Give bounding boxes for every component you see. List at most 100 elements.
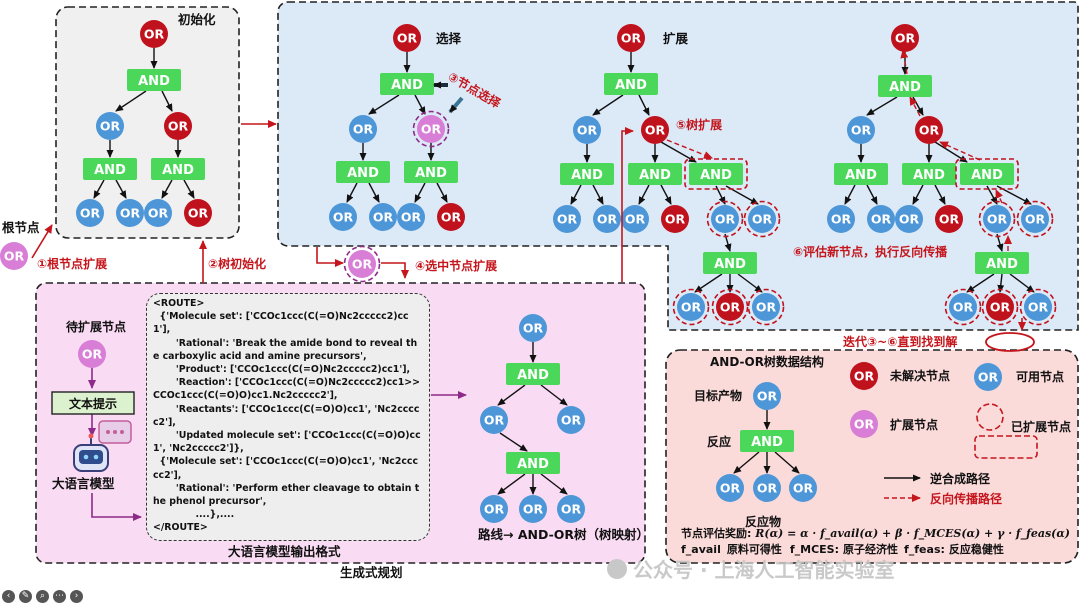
- expand-title: 扩展: [663, 31, 689, 46]
- route-text-line: 'Rational': 'Perform ether cleavage to o…: [153, 482, 420, 508]
- step5-label: ⑤树扩展: [676, 117, 722, 132]
- or-node-label: OR: [831, 212, 852, 227]
- or-node-label: OR: [557, 212, 578, 227]
- or-node: OR: [140, 20, 168, 48]
- or-node: OR: [0, 242, 28, 270]
- or-node-label: OR: [148, 206, 169, 221]
- or-node: OR: [1016, 200, 1054, 238]
- or-node: OR: [343, 245, 381, 283]
- next-icon[interactable]: ›: [70, 590, 83, 603]
- legend-expanded-rect: [974, 435, 1038, 459]
- and-node: AND: [506, 363, 560, 385]
- or-node: OR: [827, 205, 855, 233]
- or-node-label: OR: [752, 212, 773, 227]
- init-title: 初始化: [178, 12, 216, 27]
- llm-label: 大语言模型: [52, 476, 115, 491]
- or-node: OR: [743, 200, 781, 238]
- route-text-line: 'Reactants': ['CCOc1ccc(C(=O)O)cc1', 'Nc…: [153, 403, 420, 428]
- tree-edge: [497, 473, 526, 495]
- or-node: OR: [706, 200, 744, 238]
- and-node: AND: [127, 69, 181, 91]
- llm-output-format-label: 大语言模型输出格式: [228, 544, 341, 559]
- tree-edge: [93, 179, 105, 199]
- pencil-icon[interactable]: ✎: [19, 590, 32, 603]
- init-panel: [55, 6, 240, 239]
- route-text-line: 'Reaction': ['CCOc1ccc(C(=O)Nc2ccccc2)cc…: [153, 377, 420, 402]
- or-node: OR: [519, 495, 547, 523]
- and-node: AND: [834, 163, 888, 185]
- tree-edge: [733, 451, 760, 474]
- backprop-edge: [666, 139, 713, 159]
- and-node: AND: [684, 158, 748, 190]
- generative-planning-label: 生成式规划: [340, 565, 403, 580]
- or-node-label: OR: [484, 502, 505, 517]
- or-node-label: OR: [681, 300, 702, 315]
- or-node-label: OR: [793, 481, 814, 496]
- and-node: AND: [404, 161, 458, 183]
- or-node: OR: [349, 115, 377, 143]
- reward-formula: 节点评估奖励: R(α) = α · f_avail(α) + β · f_MC…: [681, 526, 1070, 541]
- step2-label: ②树初始化: [208, 256, 266, 271]
- or-node-label: OR: [168, 119, 189, 134]
- or-node: OR: [557, 406, 585, 434]
- or-node: OR: [978, 200, 1016, 238]
- legend-reaction: 反应: [707, 434, 731, 449]
- or-node-label: OR: [720, 300, 741, 315]
- and-node: AND: [151, 158, 205, 180]
- and-node: AND: [740, 430, 794, 452]
- zoom-icon[interactable]: ⌕: [36, 590, 49, 603]
- root-node-label: 根节点: [2, 220, 40, 235]
- watermark-text: 公众号 · 上海人工智能实验室: [633, 558, 895, 582]
- text-prompt-label: 文本提示: [69, 396, 117, 411]
- tree-edge: [414, 182, 426, 203]
- or-node: OR: [621, 205, 649, 233]
- gen-to-expand-arrow: [621, 127, 634, 282]
- tree-edge: [912, 184, 924, 205]
- and-node-label: AND: [889, 80, 921, 95]
- or-node: OR: [641, 116, 669, 144]
- or-node: OR: [329, 203, 357, 231]
- tree-edge: [368, 94, 400, 115]
- step6-label: ⑥评估新节点，执行反向传播: [793, 244, 948, 259]
- tree-edge: [161, 179, 173, 199]
- prev-icon[interactable]: ‹: [2, 590, 15, 603]
- legend-expanded: 已扩展节点: [1011, 419, 1071, 434]
- and-node-label: AND: [347, 166, 379, 181]
- tree-edge: [866, 184, 878, 205]
- or-node-label: OR: [854, 417, 875, 432]
- or-node-label: OR: [100, 119, 121, 134]
- or-node-label: OR: [561, 502, 582, 517]
- legend-backprop-path: 反向传播路径: [930, 491, 1002, 506]
- tree-edge: [592, 184, 604, 205]
- or-node: OR: [867, 205, 895, 233]
- or-node: OR: [747, 288, 785, 326]
- and-node-label: AND: [615, 78, 647, 93]
- or-node: OR: [397, 203, 425, 231]
- tree-edge: [638, 184, 650, 205]
- robot-icon: [73, 420, 132, 472]
- or-node-label: OR: [353, 122, 374, 137]
- and-node: AND: [506, 452, 560, 474]
- route-text-line: 'Rational': 'Break the amide bond to rev…: [153, 337, 418, 362]
- or-node: OR: [480, 406, 508, 434]
- or-node-label: OR: [871, 212, 892, 227]
- tree-edge: [570, 184, 582, 205]
- tree-edge: [774, 451, 800, 474]
- tree-edge: [866, 96, 898, 116]
- more-icon[interactable]: ⋯: [53, 590, 66, 603]
- or-node-label: OR: [144, 27, 165, 42]
- or-node: OR: [981, 288, 1019, 326]
- or-node: OR: [850, 362, 878, 390]
- route-text-line: {'Molecule set': ['CCOc1ccc(C(=O)Nc2cccc…: [153, 311, 409, 336]
- and-node: AND: [336, 161, 390, 183]
- or-node-label: OR: [720, 481, 741, 496]
- or-node: OR: [557, 495, 585, 523]
- or-node-label: OR: [990, 300, 1011, 315]
- or-node: OR: [369, 203, 397, 231]
- route-map-label: 路线→ AND-OR树（树映射）: [478, 527, 649, 542]
- and-node: AND: [604, 73, 658, 95]
- or-node: OR: [1019, 288, 1057, 326]
- or-node: OR: [711, 288, 749, 326]
- or-node: OR: [480, 495, 508, 523]
